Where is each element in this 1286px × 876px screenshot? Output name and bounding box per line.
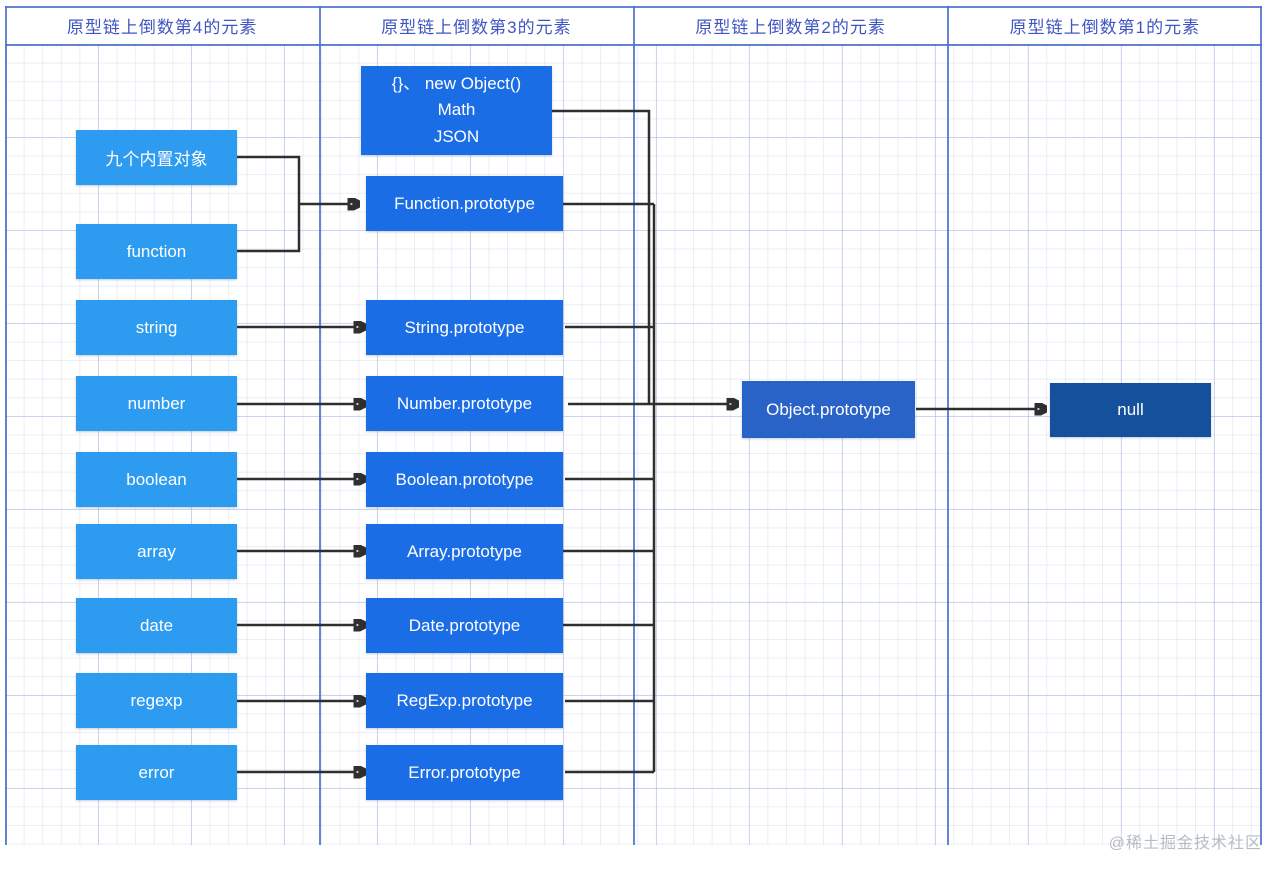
- node-boolean: boolean: [76, 452, 237, 507]
- column-divider: [633, 6, 635, 845]
- column-divider: [947, 6, 949, 845]
- node-number: number: [76, 376, 237, 431]
- node-error-prototype: Error.prototype: [366, 745, 563, 800]
- header-col-4th-from-end: 原型链上倒数第4的元素: [66, 17, 258, 37]
- node-regexp: regexp: [76, 673, 237, 728]
- column-divider: [5, 6, 7, 845]
- node-date-prototype: Date.prototype: [366, 598, 563, 653]
- node-string: string: [76, 300, 237, 355]
- header-row: 原型链上倒数第4的元素 原型链上倒数第3的元素 原型链上倒数第2的元素 原型链上…: [5, 6, 1262, 44]
- header-col-2nd-from-end: 原型链上倒数第2的元素: [695, 17, 886, 37]
- node-string-prototype: String.prototype: [366, 300, 563, 355]
- node-function-prototype: Function.prototype: [366, 176, 563, 231]
- column-divider: [1260, 6, 1262, 845]
- node-function: function: [76, 224, 237, 279]
- node-object-prototype: Object.prototype: [742, 381, 915, 438]
- node-object-literal-math-json: {}、 new Object() Math JSON: [361, 66, 552, 155]
- header-col-1st-from-end: 原型链上倒数第1的元素: [1009, 17, 1201, 37]
- node-nine-builtin-objects: 九个内置对象: [76, 130, 237, 185]
- node-line-object-literal: {}、 new Object(): [391, 73, 522, 93]
- node-array: array: [76, 524, 237, 579]
- column-divider: [319, 6, 321, 845]
- header-col-3rd-from-end: 原型链上倒数第3的元素: [381, 17, 572, 37]
- node-null: null: [1050, 383, 1211, 437]
- node-line-json: JSON: [433, 126, 480, 146]
- node-line-math: Math: [437, 100, 476, 120]
- node-regexp-prototype: RegExp.prototype: [366, 673, 563, 728]
- node-array-prototype: Array.prototype: [366, 524, 563, 579]
- node-number-prototype: Number.prototype: [366, 376, 563, 431]
- node-date: date: [76, 598, 237, 653]
- node-error: error: [76, 745, 237, 800]
- node-boolean-prototype: Boolean.prototype: [366, 452, 563, 507]
- watermark-juejin-community: @稀土掘金技术社区: [1108, 835, 1262, 852]
